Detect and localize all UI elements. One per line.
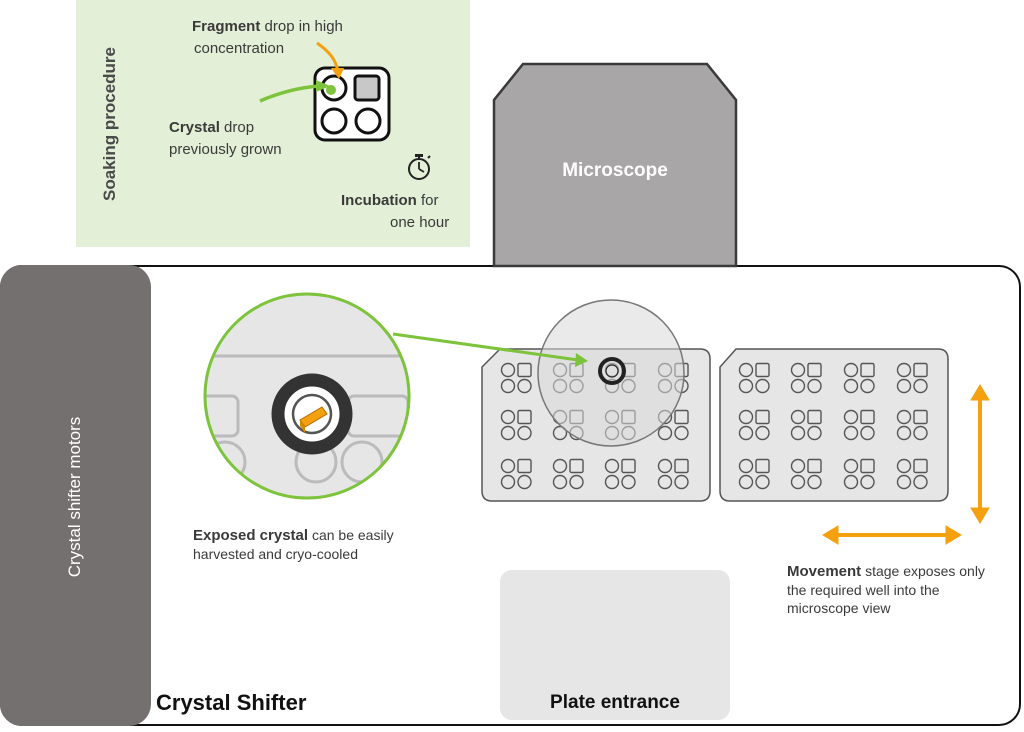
plate-well (843, 409, 875, 441)
microscope (492, 62, 738, 268)
plate-well (843, 362, 875, 394)
plate-well (843, 458, 875, 490)
plate-well (896, 409, 928, 441)
crystal-drop-label-line2: previously grown (169, 141, 282, 158)
soaking-procedure-panel (76, 0, 470, 247)
well-icon (313, 66, 391, 142)
plate-well (500, 362, 532, 394)
plate-well (500, 458, 532, 490)
plate-well (604, 458, 636, 490)
fragment-label-line2: concentration (194, 40, 285, 57)
plate-well (738, 409, 770, 441)
plate-well (896, 362, 928, 394)
plate-well (500, 409, 532, 441)
plate-well (896, 458, 928, 490)
crystal-shifter-title: Crystal Shifter (156, 690, 307, 715)
movement-vertical-arrow (970, 384, 990, 524)
incubation-label-line2: one hour (390, 214, 450, 231)
plate-well (552, 458, 584, 490)
plate-entrance-label: Plate entrance (550, 692, 680, 713)
crystal-plate-right (719, 348, 949, 502)
plate-well (790, 362, 822, 394)
plate-well (738, 458, 770, 490)
crystal-shifter-motors (0, 265, 151, 726)
plate-well (790, 409, 822, 441)
incubation-label: Incubation for (341, 192, 439, 209)
zoom-connector (392, 332, 579, 362)
fragment-label: Fragment drop in high (192, 18, 343, 35)
movement-horizontal-arrow (822, 525, 962, 545)
selected-well (598, 357, 626, 385)
microscope-label: Microscope (562, 160, 668, 181)
plate-well (657, 458, 689, 490)
crystal-arrow (259, 84, 321, 103)
stopwatch-icon (408, 154, 431, 180)
crystal-drop-label: Crystal drop (169, 119, 255, 136)
zoomed-well-view (203, 292, 411, 500)
plate-well (738, 362, 770, 394)
exposed-crystal (299, 406, 328, 428)
plate-well (790, 458, 822, 490)
plate-entrance (500, 570, 730, 720)
microscope-field-of-view (537, 299, 685, 447)
